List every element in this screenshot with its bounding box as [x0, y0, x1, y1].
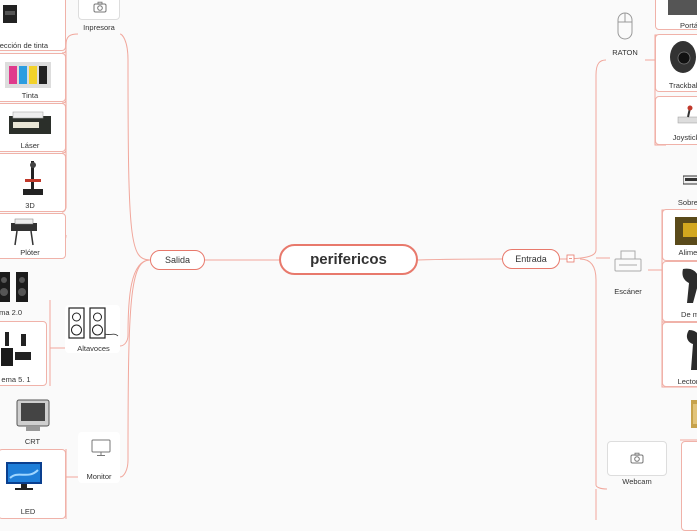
list-item[interactable]: Alimen — [662, 209, 697, 261]
speaker-2-0-image — [0, 271, 30, 303]
topic-monitor[interactable]: Monitor — [78, 472, 120, 481]
list-item[interactable]: Láser — [0, 103, 66, 152]
camera-icon — [630, 452, 644, 464]
item-label: LED — [0, 507, 57, 516]
scanner-icon — [613, 249, 643, 275]
scanner-device-image — [691, 400, 697, 428]
inkjet-printer-image — [1, 1, 17, 27]
laser-printer-image — [7, 110, 53, 138]
list-item[interactable]: Trackball — [655, 34, 697, 92]
flatbed-scanner-image — [683, 166, 697, 188]
list-item[interactable]: Joystick — [655, 96, 697, 145]
joystick-image — [676, 105, 697, 127]
list-item[interactable]: ema 5. 1 — [0, 321, 47, 386]
feeder-scanner-image — [675, 215, 697, 245]
list-item[interactable] — [688, 398, 697, 430]
item-label: Láser — [1, 141, 59, 150]
led-monitor-image — [6, 462, 42, 492]
list-item[interactable]: Plóter — [0, 213, 66, 259]
topic-raton[interactable]: RATON — [606, 48, 644, 57]
laptop-image — [668, 0, 697, 17]
altavoces-image: Altavoces — [65, 305, 120, 353]
plotter-image — [9, 217, 39, 247]
webcam-image — [607, 441, 667, 476]
item-label: Plóter — [1, 248, 59, 257]
branch-entrada[interactable]: Entrada — [502, 249, 560, 269]
item-label: ema 5. 1 — [0, 375, 41, 384]
list-item[interactable]: Lector — [662, 322, 697, 387]
list-item[interactable]: tema 2.0 — [0, 266, 40, 316]
list-item[interactable]: Sobren — [670, 158, 697, 208]
item-label: De m — [673, 310, 697, 319]
monitor-icon — [91, 439, 111, 457]
list-item[interactable] — [681, 441, 697, 531]
escaner-image: Escáner — [609, 245, 647, 297]
list-item[interactable]: Tinta — [0, 53, 66, 102]
topic-escaner[interactable]: Escáner — [609, 287, 647, 296]
list-item[interactable]: CRT — [10, 395, 55, 449]
trackball-image — [668, 40, 697, 74]
item-label: Portá — [674, 21, 697, 30]
list-item[interactable]: yección de tinta — [0, 0, 66, 51]
3d-printer-image — [21, 159, 45, 199]
list-item[interactable]: 3D — [0, 153, 66, 212]
list-item[interactable]: De m — [662, 261, 697, 322]
item-label: Alimen — [673, 248, 697, 257]
item-label: Lector — [669, 377, 697, 386]
item-label: tema 2.0 — [0, 308, 25, 317]
raton-image: RATON — [606, 8, 644, 62]
ink-cartridge-image — [5, 60, 53, 90]
speaker-5-1-image — [1, 330, 31, 368]
camera-icon — [93, 1, 107, 13]
topic-impresora[interactable]: Inpresora — [78, 23, 120, 32]
speakers-drawing — [66, 306, 121, 344]
list-item[interactable]: LED — [0, 449, 66, 519]
list-item[interactable]: Portá — [655, 0, 697, 30]
topic-altavoces[interactable]: Altavoces — [66, 344, 121, 353]
branch-salida[interactable]: Salida — [150, 250, 205, 270]
impresora-image — [78, 0, 120, 20]
handheld-scanner-image — [679, 267, 697, 305]
topic-webcam[interactable]: Webcam — [607, 477, 667, 486]
central-topic[interactable]: perifericos — [279, 244, 418, 275]
item-label: Joystick — [666, 133, 697, 142]
item-label: Sobren — [672, 198, 697, 207]
mouse-icon — [616, 12, 634, 40]
item-label: Trackball — [664, 81, 697, 90]
item-label: Tinta — [1, 91, 59, 100]
item-label: yección de tinta — [0, 41, 63, 50]
item-label: CRT — [10, 437, 55, 446]
crt-monitor-image — [14, 398, 52, 432]
item-label: 3D — [1, 201, 59, 210]
barcode-reader-image — [683, 328, 697, 372]
